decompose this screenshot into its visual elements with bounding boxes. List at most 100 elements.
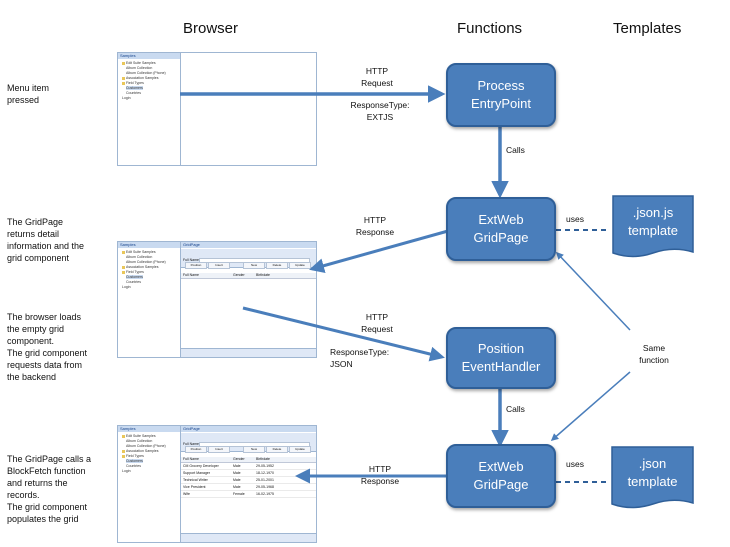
tree-title: Samples [118,53,180,59]
insert-button[interactable]: Insert [208,262,230,269]
tree-item[interactable]: Field Types [122,454,144,458]
label-calls-2: Calls [506,404,525,414]
table-cell: Male [233,471,241,475]
new-button[interactable]: New [243,262,265,269]
table-row[interactable]: CM Grocery Developer Male 29-05-1952 [181,463,316,470]
column-header[interactable]: Gender [233,457,245,461]
arrow-http-request-2 [242,306,445,362]
position-button[interactable]: Position [185,262,207,269]
tree-item[interactable]: Countries [126,464,141,468]
tree-item-selected[interactable]: Customers [126,275,143,279]
grid-panel: GridPage Full Name: Position Insert New … [181,242,316,357]
browser-screenshot-populated: Samples Edit Suite Samples Album Collect… [117,425,317,543]
tree-item[interactable]: Edit Suite Samples [122,434,156,438]
insert-button[interactable]: Insert [208,446,230,453]
browser-screenshot-menu: Samples Edit Suite Samples Album Collect… [117,52,317,166]
tree-item[interactable]: Field Types [122,270,144,274]
empty-content-panel [181,53,316,165]
tree-item[interactable]: Login [122,285,131,289]
table-row[interactable]: Support Manager Male 18-12-1970 [181,470,316,477]
tree-item[interactable]: Countries [126,91,141,95]
tree-item[interactable]: Countries [126,280,141,284]
templates-column-header: Templates [613,20,682,37]
table-cell: Male [233,485,241,489]
tree-panel: Samples Edit Suite Samples Album Collect… [118,426,181,542]
position-button[interactable]: Position [185,446,207,453]
arrow-same-function-down [550,371,631,441]
column-header[interactable]: Birthdate [256,273,271,277]
tree-item[interactable]: Login [122,469,131,473]
column-header[interactable]: Gender [233,273,245,277]
delete-button[interactable]: Delete [266,262,288,269]
label-response-type-2: ResponseType:JSON [330,347,390,369]
tree-item[interactable]: Album Collection (Phone) [126,71,166,75]
table-cell: 29-05-1968 [256,485,274,489]
table-cell: 25-01-2001 [256,478,274,482]
tree-item[interactable]: Association Samples [122,449,159,453]
tree-title: Samples [118,426,180,432]
tree-item[interactable]: Edit Suite Samples [122,61,156,65]
column-header[interactable]: Full Name [183,273,199,277]
tree-item[interactable]: Album Collection [126,439,153,443]
tree-item-selected[interactable]: Customers [126,86,143,90]
browser-screenshot-gridpage: Samples Edit Suite Samples Album Collect… [117,241,317,358]
full-name-label: Full Name: [183,258,200,262]
column-header[interactable]: Birthdate [256,457,271,461]
table-cell: CM Grocery Developer [183,464,219,468]
label-uses-1: uses [566,214,584,224]
label-calls-1: Calls [506,145,525,155]
grid-footer [181,348,316,357]
tree-panel: Samples Edit Suite Samples Album Collect… [118,53,181,165]
arrow-http-response-1 [309,229,449,273]
table-row[interactable]: Technical Writer Male 25-01-2001 [181,477,316,484]
table-cell: Female [233,492,245,496]
tree-panel: Samples Edit Suite Samples Album Collect… [118,242,181,357]
update-button[interactable]: Update [289,446,311,453]
table-row[interactable]: Vice President Male 29-05-1968 [181,484,316,491]
tree-item-selected[interactable]: Customers [126,459,143,463]
column-header[interactable]: Full Name [183,457,199,461]
table-cell: Support Manager [183,471,211,475]
tree-item[interactable]: Field Types [122,81,144,85]
tree-item[interactable]: Association Samples [122,265,159,269]
table-row[interactable]: Wife Female 16-02-1975 [181,491,316,498]
table-cell: Vice President [183,485,206,489]
tree-item[interactable]: Association Samples [122,76,159,80]
template-shape-2 [611,446,694,509]
tree-item[interactable]: Album Collection (Phone) [126,444,166,448]
tree-item[interactable]: Album Collection [126,66,153,70]
tree-item[interactable]: Login [122,96,131,100]
tree-item[interactable]: Album Collection (Phone) [126,260,166,264]
table-cell: Male [233,478,241,482]
tree-item[interactable]: Album Collection [126,255,153,259]
grid-header: Full Name Gender Birthdate [181,273,316,279]
grid-title: GridPage [181,426,316,432]
arrow-same-function-up [555,251,631,331]
tree-title: Samples [118,242,180,248]
grid-header: Full Name Gender Birthdate [181,457,316,463]
functions-column-header: Functions [457,20,523,37]
table-cell: 29-05-1952 [256,464,274,468]
new-button[interactable]: New [243,446,265,453]
tree-item[interactable]: Edit Suite Samples [122,250,156,254]
browser-column-header: Browser [183,20,239,37]
grid-panel: GridPage Full Name: Position Insert New … [181,426,316,542]
grid-footer [181,533,316,542]
table-cell: Wife [183,492,190,496]
delete-button[interactable]: Delete [266,446,288,453]
